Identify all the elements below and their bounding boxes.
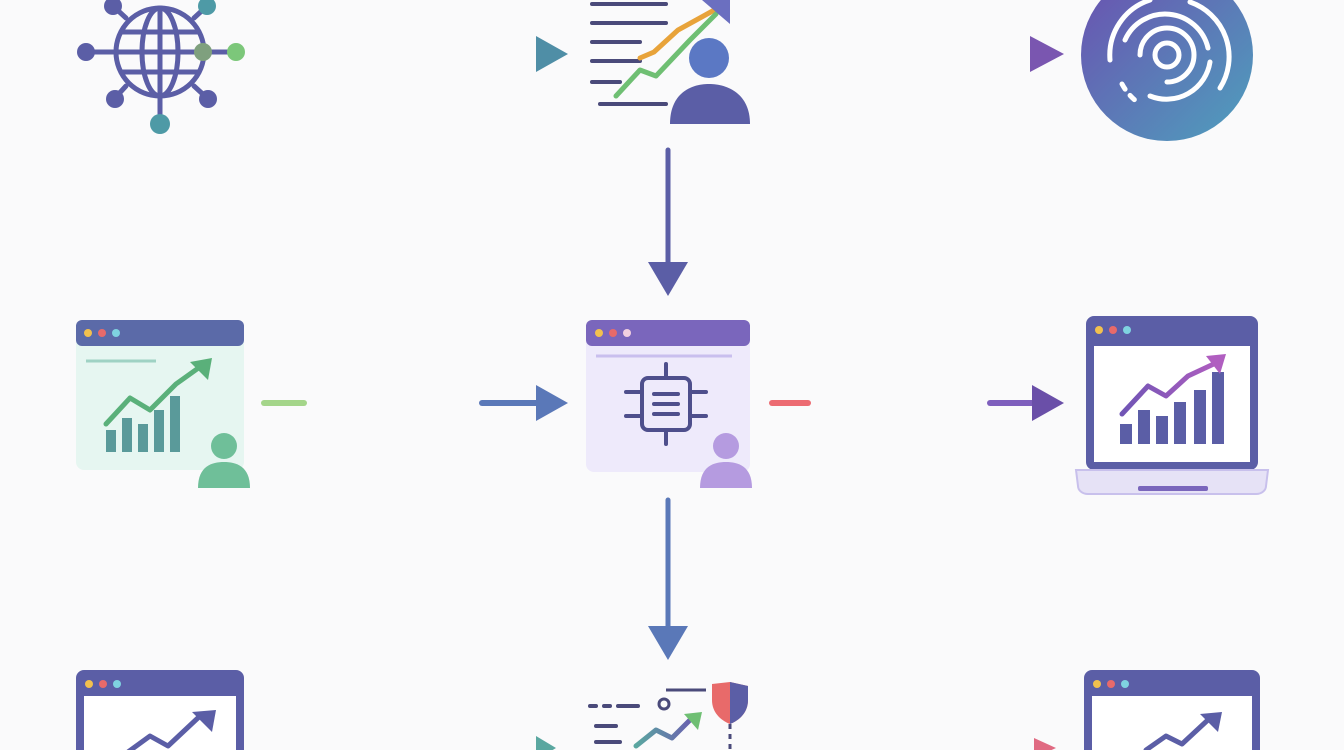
waveform-warm xyxy=(821,323,979,477)
trend-window-icon xyxy=(76,670,244,750)
edge-report-to-processor xyxy=(648,147,688,296)
edge-analytics-to-processor xyxy=(261,327,568,479)
analytics-window-icon xyxy=(76,320,250,488)
waveform-green xyxy=(317,327,471,479)
network-globe-icon xyxy=(77,0,245,134)
cpu-chip-icon xyxy=(624,362,708,446)
edge-processor-to-laptop xyxy=(769,323,1064,477)
edge-processor-to-shield xyxy=(648,497,688,660)
edge-report-to-fingerprint xyxy=(767,36,1064,72)
edge-network-to-report xyxy=(263,36,568,72)
edge-stub-left-row3 xyxy=(536,736,556,750)
laptop-chart-icon xyxy=(1074,316,1270,495)
data-shield-icon xyxy=(588,682,748,750)
report-analyst-icon xyxy=(590,0,750,124)
edge-stub-right-row3 xyxy=(1034,738,1056,750)
processor-window-icon xyxy=(586,320,752,488)
fingerprint-icon xyxy=(1081,0,1253,141)
trend-window-right-icon xyxy=(1084,670,1260,750)
